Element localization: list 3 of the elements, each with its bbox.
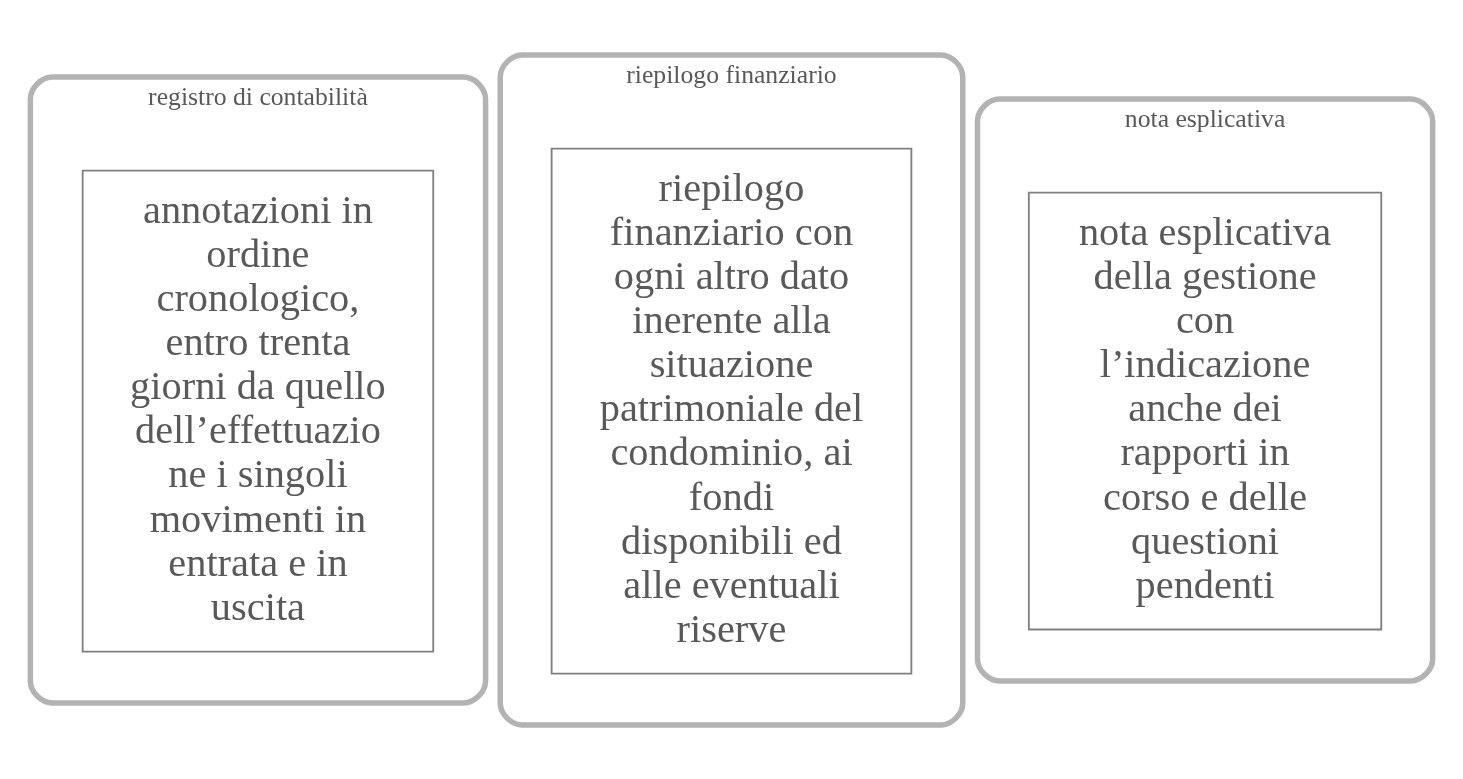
- node-box: riepilogo finanziario con ogni altro dato inerente alla situazione patrimoniale del condominio, ai fondi disponibili ed alle eventuali riserve: [550, 147, 913, 674]
- node-box: nota esplicativa della gestione con l’indicazione anche dei rapporti in corso e delle questioni pendenti: [1027, 191, 1383, 630]
- node-box: annotazioni in ordine cronologico, entro trenta giorni da quello dell’effettuazione i singoli movimenti in entrata e in uscita: [81, 169, 435, 652]
